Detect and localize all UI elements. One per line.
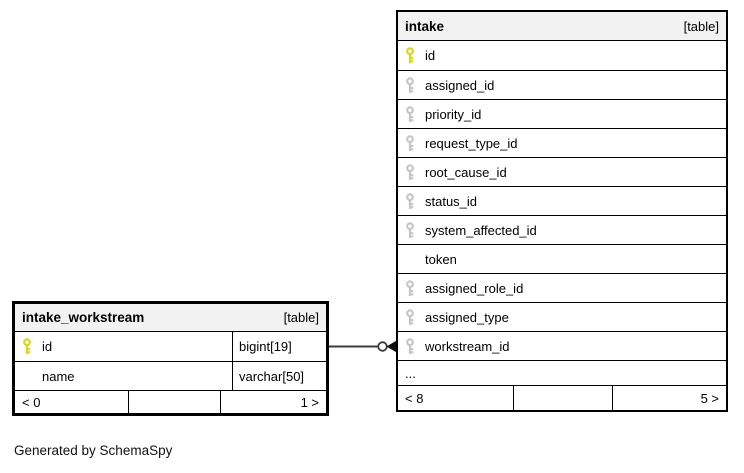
table-intake-workstream[interactable]: intake_workstream [table] id bigint[19] … [12,301,329,416]
foreign-key-icon [405,134,415,152]
footer-children-count: < 8 [405,390,424,406]
column-name: root_cause_id [425,164,507,180]
column-name: name [42,368,75,384]
footer-parents-count: 5 > [612,386,726,410]
column-row: workstream_id [398,331,726,360]
table-type-badge: [table] [283,310,319,325]
footer-children-count: < 0 [22,394,41,410]
table-footer: < 0 1 > [15,390,326,413]
column-type: bigint[19] [232,332,326,361]
column-name: assigned_id [425,77,495,93]
table-title[interactable]: intake_workstream [22,310,145,325]
table-header: intake [table] [398,12,726,41]
table-header: intake_workstream [table] [15,304,326,332]
column-name: system_affected_id [425,222,537,238]
table-title[interactable]: intake [405,18,445,34]
column-name: status_id [425,193,478,209]
generated-by-note: Generated by SchemaSpy [14,443,173,458]
column-row: id bigint[19] [15,332,326,361]
column-row: assigned_id [398,70,726,99]
column-name: assigned_type [425,309,509,325]
column-row: name varchar[50] [15,361,326,390]
column-row: request_type_id [398,128,726,157]
foreign-key-icon [405,337,415,355]
column-name: id [425,48,436,63]
foreign-key-icon [405,192,415,210]
column-row: assigned_role_id [398,273,726,302]
footer-middle-cell [128,391,220,413]
column-row: token [398,244,726,273]
foreign-key-icon [405,279,415,297]
table-type-badge: [table] [683,18,719,34]
column-name: request_type_id [425,135,518,151]
table-intake[interactable]: intake [table] id assigned_id priority_i… [396,10,728,412]
foreign-key-icon [405,221,415,239]
column-name: id [42,339,53,354]
footer-middle-cell [513,386,612,410]
column-list: id assigned_id priority_id request_type_… [398,41,726,360]
column-name: token [425,251,457,267]
hidden-columns-ellipsis: ... [398,360,726,385]
foreign-key-icon [405,163,415,181]
column-row: root_cause_id [398,157,726,186]
column-name: workstream_id [425,338,510,354]
column-row: assigned_type [398,302,726,331]
column-row: system_affected_id [398,215,726,244]
column-row: id [398,41,726,70]
primary-key-icon [405,47,415,64]
foreign-key-icon [405,76,415,94]
primary-key-icon [22,338,32,355]
column-name: priority_id [425,106,482,122]
table-footer: < 8 5 > [398,385,726,410]
column-name: assigned_role_id [425,280,524,296]
column-list: id bigint[19] name varchar[50] [15,332,326,390]
column-type: varchar[50] [232,362,326,390]
column-row: priority_id [398,99,726,128]
footer-parents-count: 1 > [220,391,326,413]
column-row: status_id [398,186,726,215]
connector-circle [377,341,388,352]
foreign-key-icon [405,105,415,123]
foreign-key-icon [405,308,415,326]
